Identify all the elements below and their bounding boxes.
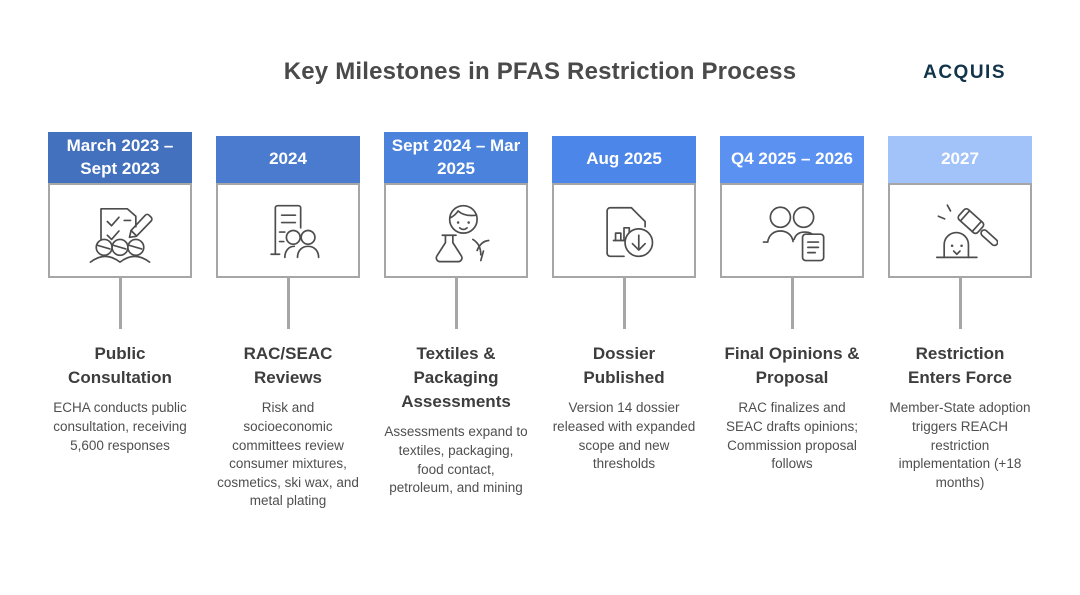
milestone-description: Risk and socioeconomic committees review… <box>217 400 359 509</box>
milestone-public-consultation: March 2023 – Sept 2023 Public Consultati… <box>48 112 192 511</box>
date-badge: Q4 2025 – 2026 <box>720 136 864 183</box>
milestone-icon-box <box>384 183 528 278</box>
connector-line <box>958 278 962 329</box>
date-badge: March 2023 – Sept 2023 <box>48 132 192 183</box>
milestone-icon-box <box>888 183 1032 278</box>
milestone-title: Final Opinions & Proposal <box>724 344 860 388</box>
milestone-description: ECHA conducts public consultation, recei… <box>53 400 187 453</box>
milestone-title: Restriction Enters Force <box>908 344 1012 388</box>
date-badge: Sept 2024 – Mar 2025 <box>384 132 528 183</box>
milestone-final-opinions: Q4 2025 – 2026 Final Opinions & Proposal… <box>720 112 864 511</box>
page-title: Key Milestones in PFAS Restriction Proce… <box>283 58 797 85</box>
milestone-title: RAC/SEAC Reviews <box>243 344 333 388</box>
milestone-dossier-published: Aug 2025 Dossier Published Version 14 do… <box>552 112 696 511</box>
connector-line <box>790 278 794 329</box>
document-download-icon <box>606 206 654 257</box>
milestone-description: Version 14 dossier released with expande… <box>552 400 696 472</box>
milestone-title: Dossier Published <box>583 344 665 388</box>
milestone-icon-box <box>552 183 696 278</box>
scientist-flask-icon <box>435 204 490 262</box>
gavel-impact-icon <box>935 203 998 258</box>
milestone-rac-seac-reviews: 2024 RAC/SEAC Reviews Risk and socioecon… <box>216 112 360 511</box>
date-badge: 2027 <box>888 136 1032 183</box>
milestone-title: Textiles & Packaging Assessments <box>401 344 511 412</box>
survey-checklist-people-icon <box>89 207 153 263</box>
people-document-icon <box>762 205 825 261</box>
milestone-icon-box <box>720 183 864 278</box>
date-badge: 2024 <box>216 136 360 183</box>
page-header: Key Milestones in PFAS Restriction Proce… <box>0 0 1080 86</box>
connector-line <box>454 278 458 329</box>
timeline: March 2023 – Sept 2023 Public Consultati… <box>0 112 1080 511</box>
milestone-icon-box <box>216 183 360 278</box>
milestone-description: Assessments expand to textiles, packagin… <box>384 424 528 496</box>
date-badge: Aug 2025 <box>552 136 696 183</box>
milestone-description: Member-State adoption triggers REACH res… <box>889 400 1031 490</box>
milestone-textiles-packaging: Sept 2024 – Mar 2025 Textiles & Packagin… <box>384 112 528 511</box>
milestone-description: RAC finalizes and SEAC drafts opinions; … <box>725 400 859 472</box>
milestone-restriction-enters-force: 2027 Restriction Enters Force Mem <box>888 112 1032 511</box>
connector-line <box>118 278 122 329</box>
connector-line <box>622 278 626 329</box>
milestone-icon-box <box>48 183 192 278</box>
acquis-logo: ACQUIS <box>923 62 1006 83</box>
document-committee-icon <box>270 204 320 258</box>
connector-line <box>286 278 290 329</box>
milestone-title: Public Consultation <box>68 344 172 388</box>
